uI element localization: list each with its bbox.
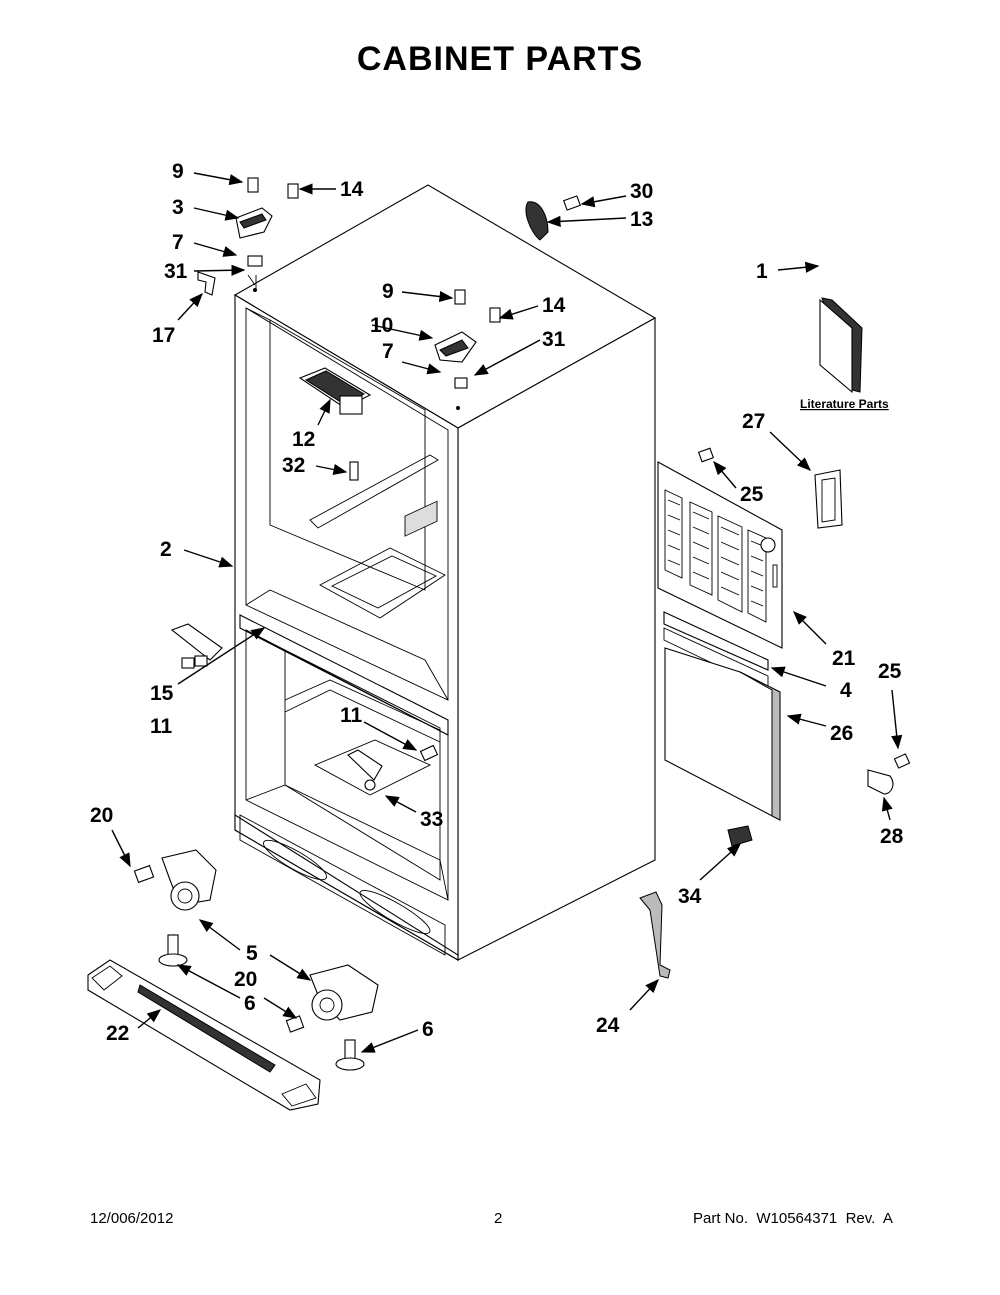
footer-page-number: 2 — [494, 1210, 503, 1227]
callout-26: 26 — [830, 722, 853, 745]
callout-arrows — [111, 172, 903, 1053]
callout-14: 14 — [340, 178, 364, 201]
upper-left-hinge-assembly — [235, 177, 299, 290]
clamp-28-part — [867, 753, 911, 795]
callout-14b: 14 — [542, 294, 566, 317]
callout-27: 27 — [742, 410, 765, 433]
callout-25b: 25 — [878, 660, 902, 683]
literature-parts-label: Literature Parts — [800, 397, 889, 411]
callout-24: 24 — [596, 1014, 620, 1037]
callout-9: 9 — [172, 160, 184, 183]
callout-20: 20 — [90, 804, 113, 827]
callout-22: 22 — [106, 1022, 129, 1045]
bracket-33-part — [347, 749, 383, 791]
screw-11-part — [419, 744, 439, 762]
callout-6: 6 — [244, 992, 256, 1015]
callout-7b: 7 — [382, 340, 394, 363]
callout-2: 2 — [160, 538, 172, 561]
callout-30: 30 — [630, 180, 653, 203]
callout-3: 3 — [172, 196, 184, 219]
callout-31: 31 — [164, 260, 188, 283]
literature-parts-book — [819, 297, 863, 394]
callout-1: 1 — [756, 260, 768, 283]
callout-11: 11 — [150, 715, 173, 738]
callout-15: 15 — [150, 682, 174, 705]
callout-17: 17 — [152, 324, 175, 347]
callout-34: 34 — [678, 885, 702, 908]
callout-33: 33 — [420, 808, 443, 831]
callout-25: 25 — [740, 483, 764, 506]
bracket-27-part — [814, 469, 843, 529]
callout-28: 28 — [880, 825, 904, 848]
callout-labels: 9 14 3 7 31 17 30 13 9 14 10 31 7 1 12 2… — [90, 160, 904, 1045]
callout-10: 10 — [370, 314, 393, 337]
callout-9b: 9 — [382, 280, 394, 303]
handle-17-part — [197, 271, 216, 296]
bracket-15-part — [170, 623, 223, 669]
callout-5: 5 — [246, 942, 258, 965]
callout-4: 4 — [840, 679, 852, 702]
callout-32: 32 — [282, 454, 305, 477]
rear-panel-21-part — [657, 447, 783, 649]
callout-12: 12 — [292, 428, 315, 451]
page-title: CABINET PARTS — [356, 40, 644, 78]
roller-assembly-left — [133, 849, 217, 967]
callout-6b: 6 — [422, 1018, 434, 1041]
callout-7: 7 — [172, 231, 184, 254]
hinge-cover-13-part — [525, 195, 581, 241]
callout-20b: 20 — [234, 968, 257, 991]
callout-21: 21 — [832, 647, 856, 670]
wrench-24-part — [639, 891, 671, 979]
light-housing-12-part — [298, 367, 372, 481]
callout-13: 13 — [630, 208, 653, 231]
insulation-26-part — [664, 647, 781, 821]
footer-part-number: Part No. W10564371 Rev. A — [693, 1210, 893, 1227]
clip-34-part — [727, 825, 753, 847]
roller-assembly-right — [285, 964, 379, 1071]
toe-grille-22-part — [87, 959, 321, 1111]
center-hinge-assembly — [434, 289, 501, 389]
callout-31b: 31 — [542, 328, 566, 351]
callout-11b: 11 — [340, 704, 363, 727]
cabinet-body — [233, 184, 657, 961]
footer-date: 12/006/2012 — [90, 1210, 174, 1227]
